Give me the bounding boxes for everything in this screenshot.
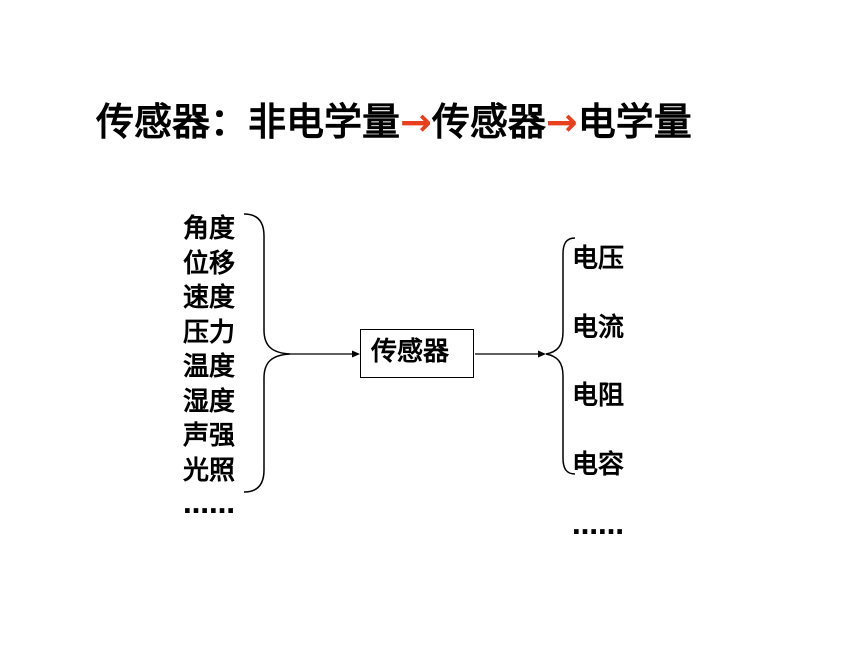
input-humidity: 湿度 [183, 386, 236, 417]
title-middle: 传感器 [431, 100, 546, 144]
output-resistance: 电阻 [572, 381, 625, 411]
output-quantities-list: 电压 电流 电阻 电容 …… [572, 240, 624, 554]
input-quantities-list: 角度 位移 速度 压力 温度 湿度 声强 光照 …… [183, 212, 235, 523]
input-speed: 速度 [183, 283, 236, 313]
input-displacement: 位移 [183, 248, 236, 279]
input-ellipsis: …… [183, 490, 235, 520]
input-illumination: 光照 [183, 455, 236, 486]
output-current: 电流 [572, 312, 625, 343]
output-brace [545, 237, 576, 475]
output-capacitance: 电容 [572, 449, 625, 480]
output-arrow-head [538, 350, 546, 358]
sensor-box: 传感器 [360, 329, 474, 378]
title-prefix: 传感器：非电学量 [96, 100, 401, 144]
title-suffix: 电学量 [577, 100, 692, 144]
title-arrow-2: → [545, 100, 578, 144]
title-arrow-1: → [400, 100, 432, 144]
slide-title: 传感器：非电学量→传感器→电学量 [96, 98, 692, 146]
input-brace [243, 213, 291, 493]
input-temperature: 温度 [183, 352, 236, 382]
input-arrow-head [352, 350, 360, 358]
output-voltage: 电压 [572, 244, 625, 274]
input-angle: 角度 [183, 214, 236, 244]
output-ellipsis: …… [572, 511, 624, 541]
input-pressure: 压力 [183, 317, 236, 348]
input-sound-intensity: 声强 [183, 421, 236, 451]
